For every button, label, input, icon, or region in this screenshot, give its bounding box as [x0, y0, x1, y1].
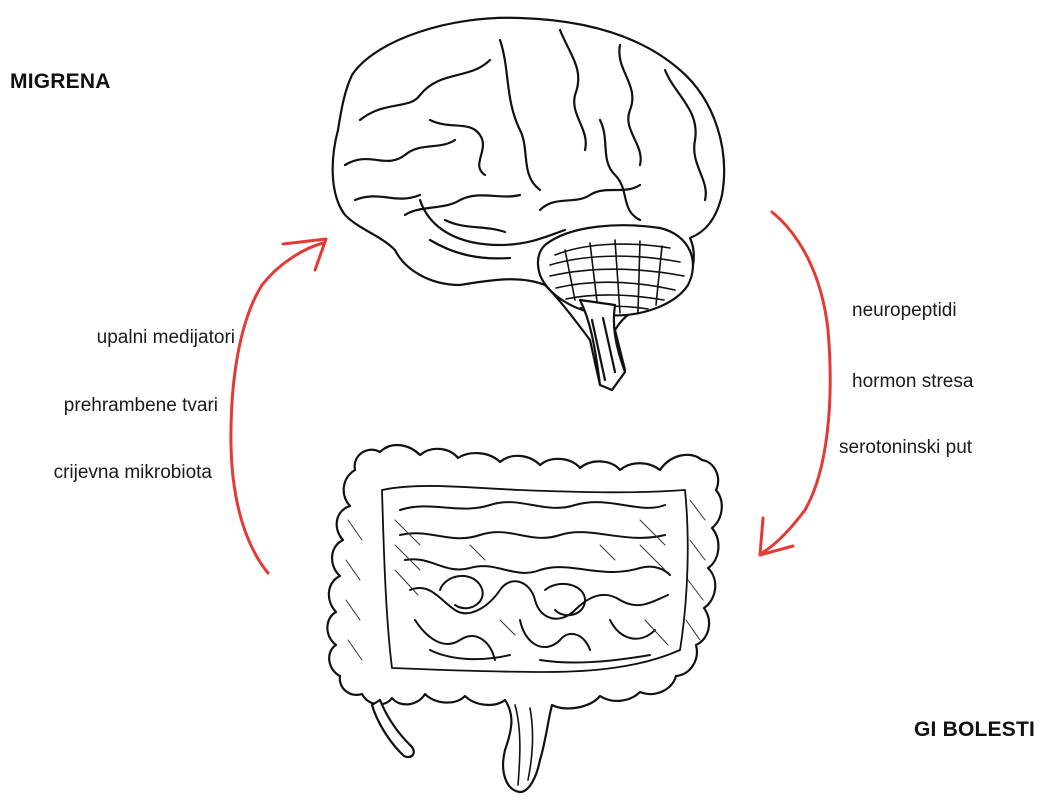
arrow-brain-to-gut [760, 212, 830, 555]
intestines-illustration [327, 445, 721, 792]
edge-up-label: upalni medijatori [97, 327, 235, 349]
edge-up-label: prehrambene tvari [64, 395, 218, 417]
edge-up-label: crijevna mikrobiota [54, 462, 212, 484]
edge-down-label: hormon stresa [852, 371, 973, 393]
brain-illustration [333, 18, 724, 390]
node-title-top: MIGRENA [10, 70, 111, 94]
arrow-gut-to-brain-shaft [231, 243, 323, 573]
node-title-bottom: GI BOLESTI [914, 718, 1035, 742]
arrow-gut-to-brain [231, 239, 326, 573]
edge-down-label: neuropeptidi [852, 300, 957, 322]
edge-down-label: serotoninski put [839, 437, 972, 459]
arrow-brain-to-gut-shaft [762, 212, 830, 553]
